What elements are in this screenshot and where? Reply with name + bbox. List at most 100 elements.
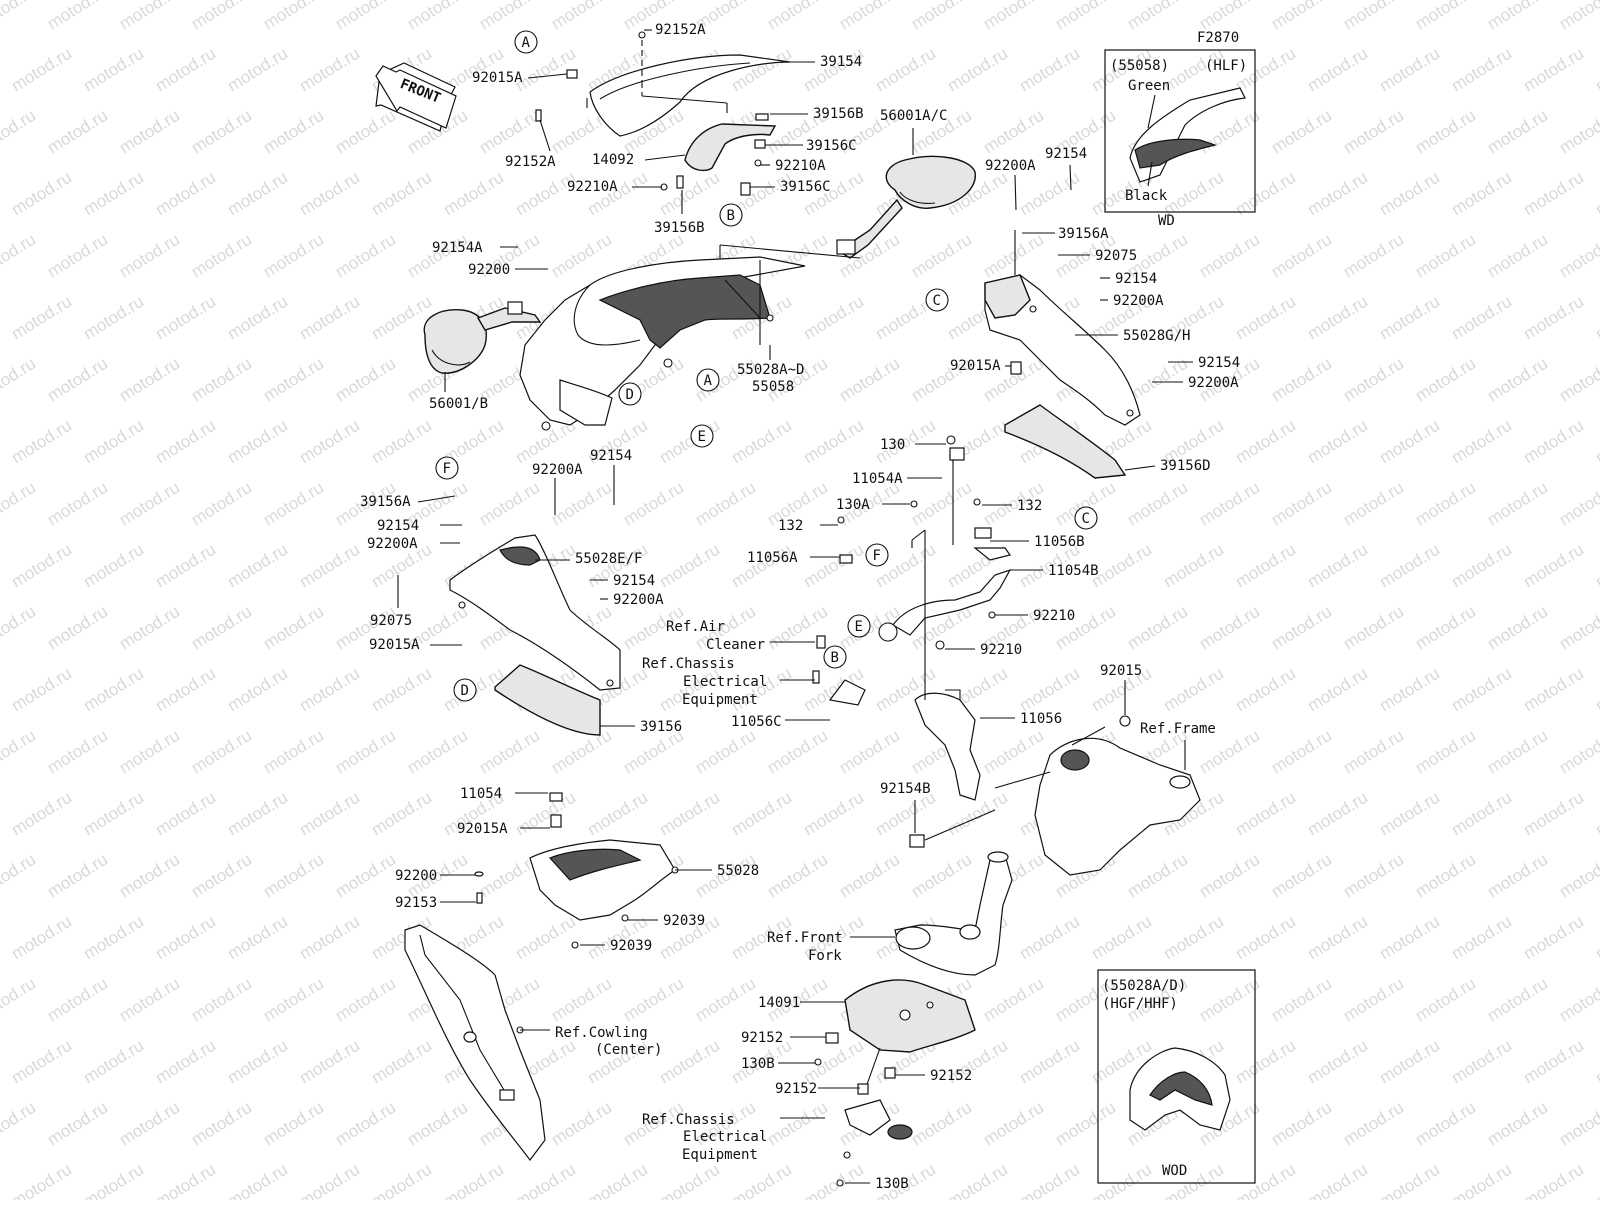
watermark-text: motod.ru (260, 602, 327, 654)
callout-circle (719, 203, 743, 227)
watermark-text: motod.ru (224, 44, 291, 96)
part-label-p92015: 92015 (1100, 663, 1142, 679)
watermark-text: motod.ru (1304, 416, 1371, 468)
watermark-text: motod.ru (1196, 850, 1263, 902)
watermark-text: motod.ru (728, 1160, 795, 1200)
watermark-text: motod.ru (1484, 106, 1551, 158)
watermark-text: motod.ru (8, 912, 75, 964)
part-label-p55028EF: 55028E/F (575, 551, 642, 567)
watermark-text: motod.ru (1268, 106, 1335, 158)
lower-cowl-part (474, 792, 679, 949)
part-label-p39156B_bot: 39156B (654, 220, 705, 236)
part-label-p92200A_r3: 92200A (1188, 375, 1239, 391)
part-label-p55028AD: 55028A~D (737, 362, 804, 378)
watermark-text: motod.ru (800, 292, 867, 344)
watermark-text: motod.ru (80, 540, 147, 592)
watermark-text: motod.ru (1196, 602, 1263, 654)
watermark-text: motod.ru (8, 540, 75, 592)
part-label-p92075_r: 92075 (1095, 248, 1137, 264)
watermark-text: motod.ru (1412, 106, 1479, 158)
inset-wd-variant: (HLF) (1205, 58, 1247, 74)
watermark-text: motod.ru (764, 1098, 831, 1150)
watermark-text: motod.ru (1520, 1036, 1587, 1088)
watermark-text: motod.ru (1268, 478, 1335, 530)
watermark-text: motod.ru (1484, 230, 1551, 282)
watermark-text: motod.ru (1268, 0, 1335, 33)
watermark-text: motod.ru (116, 850, 183, 902)
leader-line (644, 154, 686, 161)
watermark-text: motod.ru (1592, 168, 1600, 220)
watermark-text: motod.ru (188, 354, 255, 406)
watermark-text: motod.ru (440, 168, 507, 220)
part-label-ref_chassis1_3: Equipment (682, 692, 758, 708)
part-label-p92075_l: 92075 (370, 613, 412, 629)
watermark-text: motod.ru (908, 1098, 975, 1150)
watermark-text: motod.ru (800, 416, 867, 468)
watermark-text: motod.ru (656, 1160, 723, 1200)
watermark-text: motod.ru (1484, 354, 1551, 406)
watermark-text: motod.ru (728, 416, 795, 468)
watermark-text: motod.ru (1340, 850, 1407, 902)
watermark-text: motod.ru (800, 788, 867, 840)
callout-letter: E (698, 429, 706, 445)
watermark-text: motod.ru (260, 0, 327, 33)
mirror-left-part (423, 301, 542, 374)
watermark-text: motod.ru (1304, 664, 1371, 716)
callout-circle (823, 645, 847, 669)
watermark-text: motod.ru (0, 726, 39, 778)
watermark-text: motod.ru (260, 230, 327, 282)
part-label-p56001AC: 56001A/C (880, 108, 947, 124)
part-label-p92152_2: 92152 (930, 1068, 972, 1084)
watermark-text: motod.ru (332, 850, 399, 902)
watermark-text: motod.ru (1304, 912, 1371, 964)
watermark-text: motod.ru (764, 850, 831, 902)
watermark-text: motod.ru (368, 168, 435, 220)
watermark-text: motod.ru (152, 540, 219, 592)
watermark-text: motod.ru (224, 540, 291, 592)
watermark-text: motod.ru (1520, 912, 1587, 964)
watermark-text: motod.ru (1376, 912, 1443, 964)
part-label-p92039_2: 92039 (610, 938, 652, 954)
part-label-p55028: 55028 (717, 863, 759, 879)
leader-line (1069, 164, 1072, 191)
watermark-text: motod.ru (188, 726, 255, 778)
watermark-text: motod.ru (656, 788, 723, 840)
part-label-p92015A_b: 92015A (457, 821, 508, 837)
watermark-text: motod.ru (1232, 1160, 1299, 1200)
watermark-text: motod.ru (1340, 354, 1407, 406)
watermark-text: motod.ru (656, 540, 723, 592)
watermark-text: motod.ru (1304, 292, 1371, 344)
watermark-text: motod.ru (260, 974, 327, 1026)
watermark-text: motod.ru (332, 726, 399, 778)
watermark-text: motod.ru (116, 602, 183, 654)
watermark-text: motod.ru (224, 664, 291, 716)
watermark-text: motod.ru (0, 106, 39, 158)
watermark-text: motod.ru (1232, 788, 1299, 840)
watermark-text: motod.ru (80, 416, 147, 468)
watermark-text: motod.ru (1556, 354, 1600, 406)
watermark-text: motod.ru (1232, 292, 1299, 344)
part-label-p92015A_top: 92015A (472, 70, 523, 86)
watermark-text: motod.ru (1376, 540, 1443, 592)
watermark-text: motod.ru (728, 788, 795, 840)
watermark-text: motod.ru (1376, 44, 1443, 96)
leader-line (1124, 465, 1156, 471)
watermark-text: motod.ru (224, 168, 291, 220)
watermark-text: motod.ru (1448, 912, 1515, 964)
part-label-p92154_r2: 92154 (1115, 271, 1157, 287)
watermark-text: motod.ru (1520, 788, 1587, 840)
part-label-ref_air_2: Cleaner (706, 637, 765, 653)
watermark-text: motod.ru (944, 788, 1011, 840)
watermark-text: motod.ru (548, 726, 615, 778)
watermark-text: motod.ru (44, 974, 111, 1026)
watermark-text: motod.ru (152, 44, 219, 96)
watermark-text: motod.ru (440, 1160, 507, 1200)
watermark-text: motod.ru (260, 106, 327, 158)
watermark-text: motod.ru (1520, 292, 1587, 344)
callout-letter: C (933, 293, 941, 309)
watermark-text: motod.ru (1412, 354, 1479, 406)
watermark-text: motod.ru (296, 44, 363, 96)
watermark-text: motod.ru (1268, 850, 1335, 902)
watermark-text: motod.ru (116, 1098, 183, 1150)
watermark-text: motod.ru (1412, 602, 1479, 654)
